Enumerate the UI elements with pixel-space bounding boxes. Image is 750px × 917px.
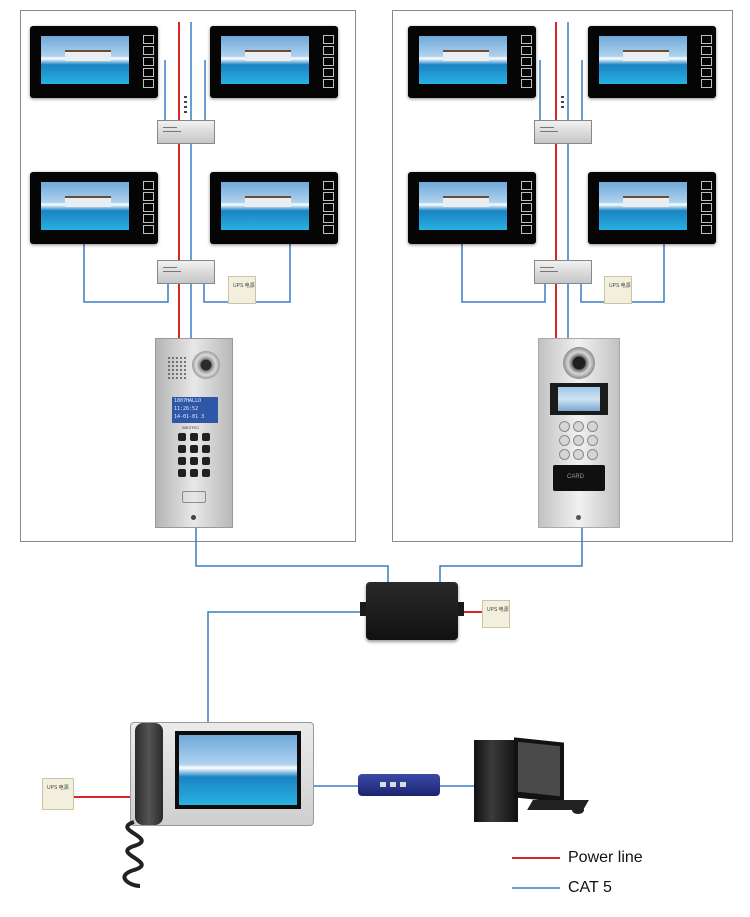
monitor-screen (419, 182, 507, 230)
power-supply-label: UPS 电源 (47, 785, 69, 791)
keypad-key (178, 445, 186, 453)
mounting-ear (458, 602, 464, 616)
keypad-key (190, 469, 198, 477)
keypad-key (202, 433, 210, 441)
monitor-screen (599, 36, 687, 84)
lcd-line: 11:26:52 (174, 406, 199, 412)
monitor-buttons (323, 181, 334, 236)
pc-monitor (514, 737, 564, 803)
monitor-screen (221, 182, 309, 230)
lcd-display: 1807HALLO 11:26:52 14-01-01 3 (172, 397, 218, 423)
handset-cord (122, 820, 144, 888)
keypad-key (559, 435, 570, 446)
camera-lens (192, 351, 220, 379)
monitor-buttons (521, 35, 532, 90)
network-switch (360, 582, 464, 640)
cat5-line (439, 526, 583, 582)
keypad-key (573, 421, 584, 432)
power-supply: UPS 电源 (604, 276, 632, 304)
lcd-line: 1807HALLO (174, 398, 202, 404)
junction-box (157, 260, 215, 284)
router (358, 774, 440, 796)
keypad-key (190, 445, 198, 453)
junction-box (534, 120, 592, 144)
speaker-grille (166, 355, 188, 381)
power-supply-label: UPS 电源 (233, 283, 255, 289)
keypad-key (178, 433, 186, 441)
legend-cat5-label: CAT 5 (568, 879, 612, 896)
power-supply-label: UPS 电源 (609, 283, 631, 289)
power-supply-label: UPS 电源 (487, 607, 509, 613)
screen-image (179, 735, 297, 805)
console-screen (175, 731, 301, 809)
cat5-line (195, 526, 389, 582)
power-supply: UPS 电源 (228, 276, 256, 304)
keypad-key (190, 457, 198, 465)
power-supply: UPS 电源 (482, 600, 510, 628)
monitor-buttons (143, 35, 154, 90)
card-label: CARD (567, 474, 585, 480)
keypad-key (202, 457, 210, 465)
keypad-key (587, 421, 598, 432)
screw (191, 515, 196, 520)
port (390, 782, 396, 787)
cat5-line (461, 244, 546, 303)
camera-lens (563, 347, 595, 379)
indoor-monitor (210, 26, 338, 98)
power-supply: UPS 电源 (42, 778, 74, 810)
keypad-key (202, 445, 210, 453)
indoor-monitor (588, 26, 716, 98)
monitor-buttons (521, 181, 532, 236)
management-console (130, 722, 314, 826)
keypad-key (202, 469, 210, 477)
mouse (572, 806, 584, 814)
indoor-monitor (408, 172, 536, 244)
card-reader: CARD (553, 465, 605, 491)
indoor-monitor (30, 172, 158, 244)
keypad-key (178, 469, 186, 477)
indoor-monitor (30, 26, 158, 98)
pc-monitor-screen (518, 741, 560, 797)
monitor-buttons (701, 181, 712, 236)
monitor-screen (41, 182, 129, 230)
handset (135, 723, 163, 825)
junction-box (157, 120, 215, 144)
keypad-key (178, 457, 186, 465)
monitor-screen (599, 182, 687, 230)
keypad-key (559, 421, 570, 432)
junction-box (534, 260, 592, 284)
keypad-key (573, 435, 584, 446)
mounting-ear (360, 602, 366, 616)
monitor-buttons (701, 35, 712, 90)
display-image (558, 387, 600, 411)
door-station-keypad: 1807HALLO 11:26:52 14-01-01 3 WESTEC (155, 338, 233, 528)
brand-label: WESTEC (182, 425, 200, 430)
monitor-screen (41, 36, 129, 84)
screw (576, 515, 581, 520)
door-station-video: CARD (538, 338, 620, 528)
monitor-buttons (143, 181, 154, 236)
cat5-line (207, 611, 370, 722)
monitor-screen (419, 36, 507, 84)
keypad-key (587, 435, 598, 446)
indoor-monitor (588, 172, 716, 244)
port (400, 782, 406, 787)
keypad-key (573, 449, 584, 460)
legend-power-label: Power line (568, 849, 643, 866)
video-display (550, 383, 608, 415)
port (380, 782, 386, 787)
indoor-monitor (210, 172, 338, 244)
cat5-line (83, 244, 169, 303)
pc-tower (474, 740, 518, 822)
card-reader-icon (182, 491, 206, 503)
keypad-key (559, 449, 570, 460)
keypad-key (587, 449, 598, 460)
keypad-key (190, 433, 198, 441)
monitor-buttons (323, 35, 334, 90)
lcd-line: 14-01-01 3 (174, 414, 205, 420)
indoor-monitor (408, 26, 536, 98)
monitor-screen (221, 36, 309, 84)
